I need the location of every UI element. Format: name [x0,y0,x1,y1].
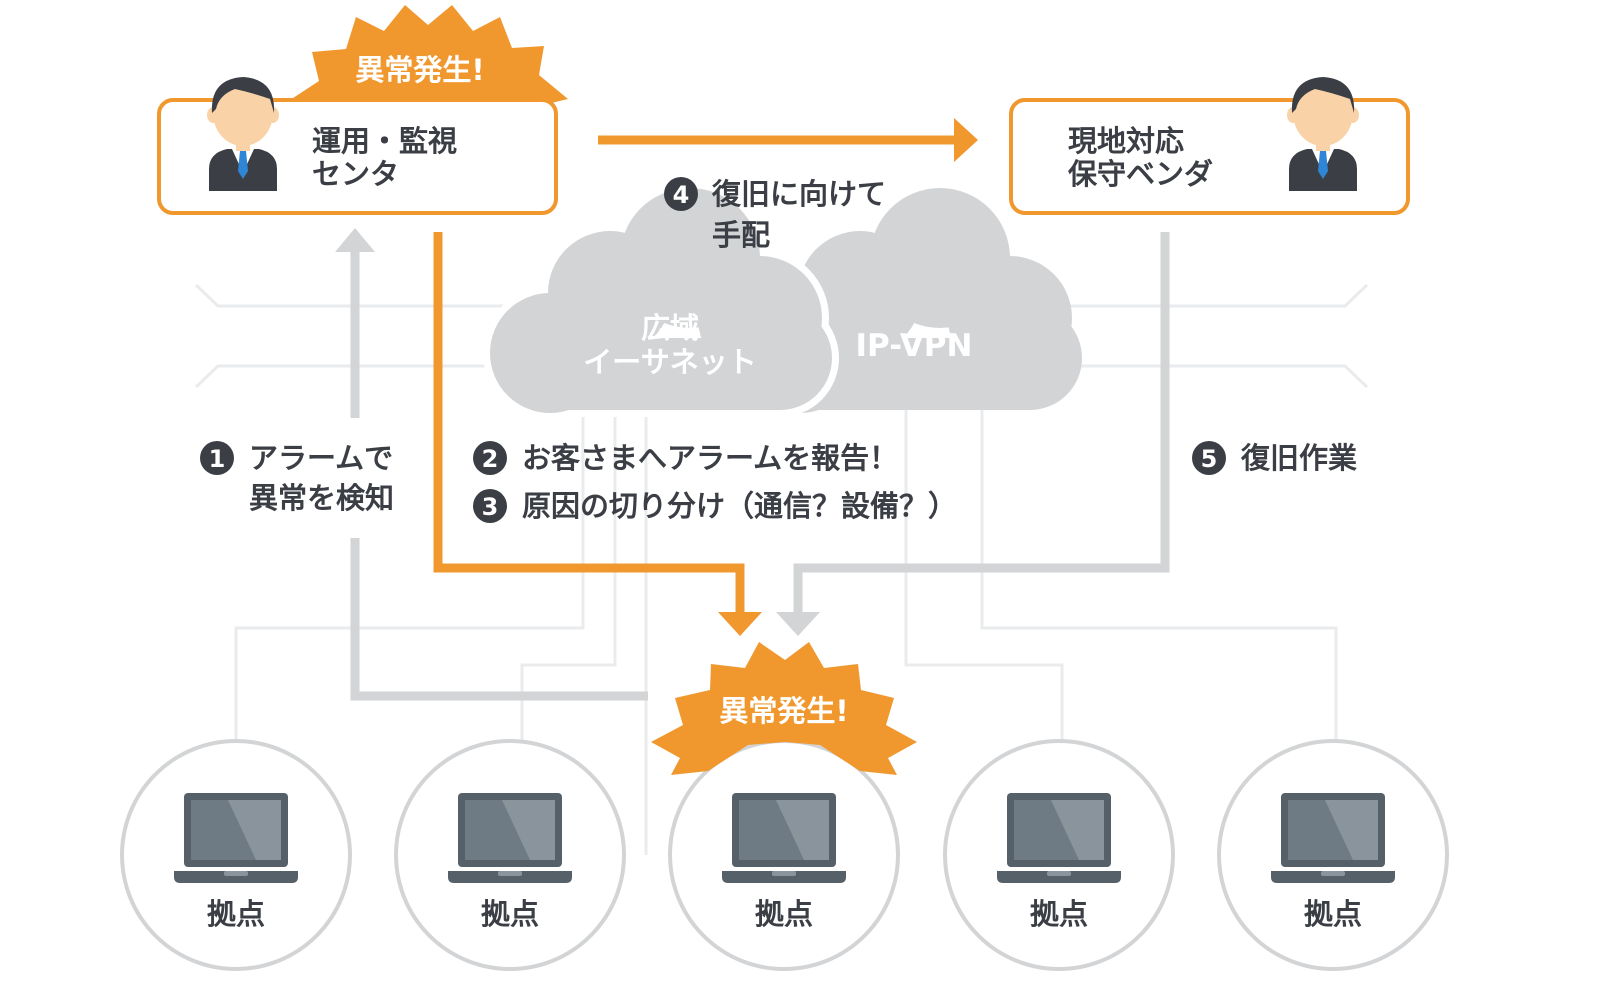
arrowhead-up-icon [335,228,375,252]
step-1-badge [200,441,234,475]
arrowhead-right-icon [954,118,978,162]
cloud-ethernet-label-line2: イーサネット [583,345,756,379]
cloud-ip-vpn: IP-VPN [740,188,1082,413]
site-2-label: 拠点 [481,897,539,931]
arrowhead-down-gray-icon [776,612,820,636]
cloud-wide-area-ethernet: 広域 イーサネット [490,188,832,413]
vendor-label-line2: 保守ベンダ [1067,157,1213,191]
step-4-text-line1: 復旧に向けて [711,177,886,211]
step-2-text: お客さまへアラームを報告！ [522,441,898,475]
step-1-text-line2: 異常を検知 [249,481,394,515]
vendor-label-line1: 現地対応 [1068,124,1184,158]
site-4: 拠点 [943,739,1175,971]
step-5-badge [1192,441,1226,475]
step-5-number: 5 [1201,445,1218,473]
step-2: 2 お客さまへアラームを報告！ [473,441,898,475]
step-5-text: 復旧作業 [1240,441,1357,475]
site-5-label: 拠点 [1304,897,1362,931]
operations-center-label-line1: 運用・監視 [312,124,457,158]
step-4-text-line2: 手配 [712,218,770,252]
arrowhead-down-orange-icon [718,612,762,636]
maintenance-vendor-box: 現地対応 保守ベンダ [1009,77,1410,215]
cloud-ip-vpn-label: IP-VPN [856,328,973,364]
step-5: 5 復旧作業 [1192,441,1357,475]
step-1-text-line1: アラームで [249,441,393,475]
alert-burst-bottom-label: 異常発生! [719,694,848,728]
step-4-badge [664,177,698,211]
step-4-number: 4 [673,181,690,209]
repair-path-gray [793,232,1170,614]
step-1-number: 1 [209,445,226,473]
step-3: 3 原因の切り分け（通信？設備？） [473,489,957,523]
site-4-label: 拠点 [1030,897,1088,931]
site-5: 拠点 [1217,739,1449,971]
step-3-badge [473,489,507,523]
alert-burst-bottom: 異常発生! [651,642,917,775]
alarm-path-gray [350,538,648,701]
cloud-ethernet-label-line1: 広域 [641,311,699,345]
operations-center-box: 運用・監視 センタ [157,77,558,215]
site-3-label: 拠点 [755,897,813,931]
site-3: 拠点 [668,739,900,971]
report-path-orange [433,232,745,614]
step-4: 4 復旧に向けて 手配 [664,177,886,252]
alert-burst-top-label: 異常発生! [355,53,484,87]
burst-icon [651,642,917,775]
step-3-text: 原因の切り分け（通信？設備？） [522,489,957,523]
step-2-number: 2 [482,445,499,473]
site-1-label: 拠点 [207,897,265,931]
step-1: 1 アラームで 異常を検知 [200,441,394,515]
site-2: 拠点 [394,739,626,971]
alert-burst-top: 異常発生! [290,5,568,108]
flow-arrows [335,118,1170,701]
burst-icon [290,5,568,108]
step-3-number: 3 [482,493,499,521]
site-1: 拠点 [120,739,352,971]
operations-center-label-line2: センタ [312,157,399,191]
step-2-badge [473,441,507,475]
